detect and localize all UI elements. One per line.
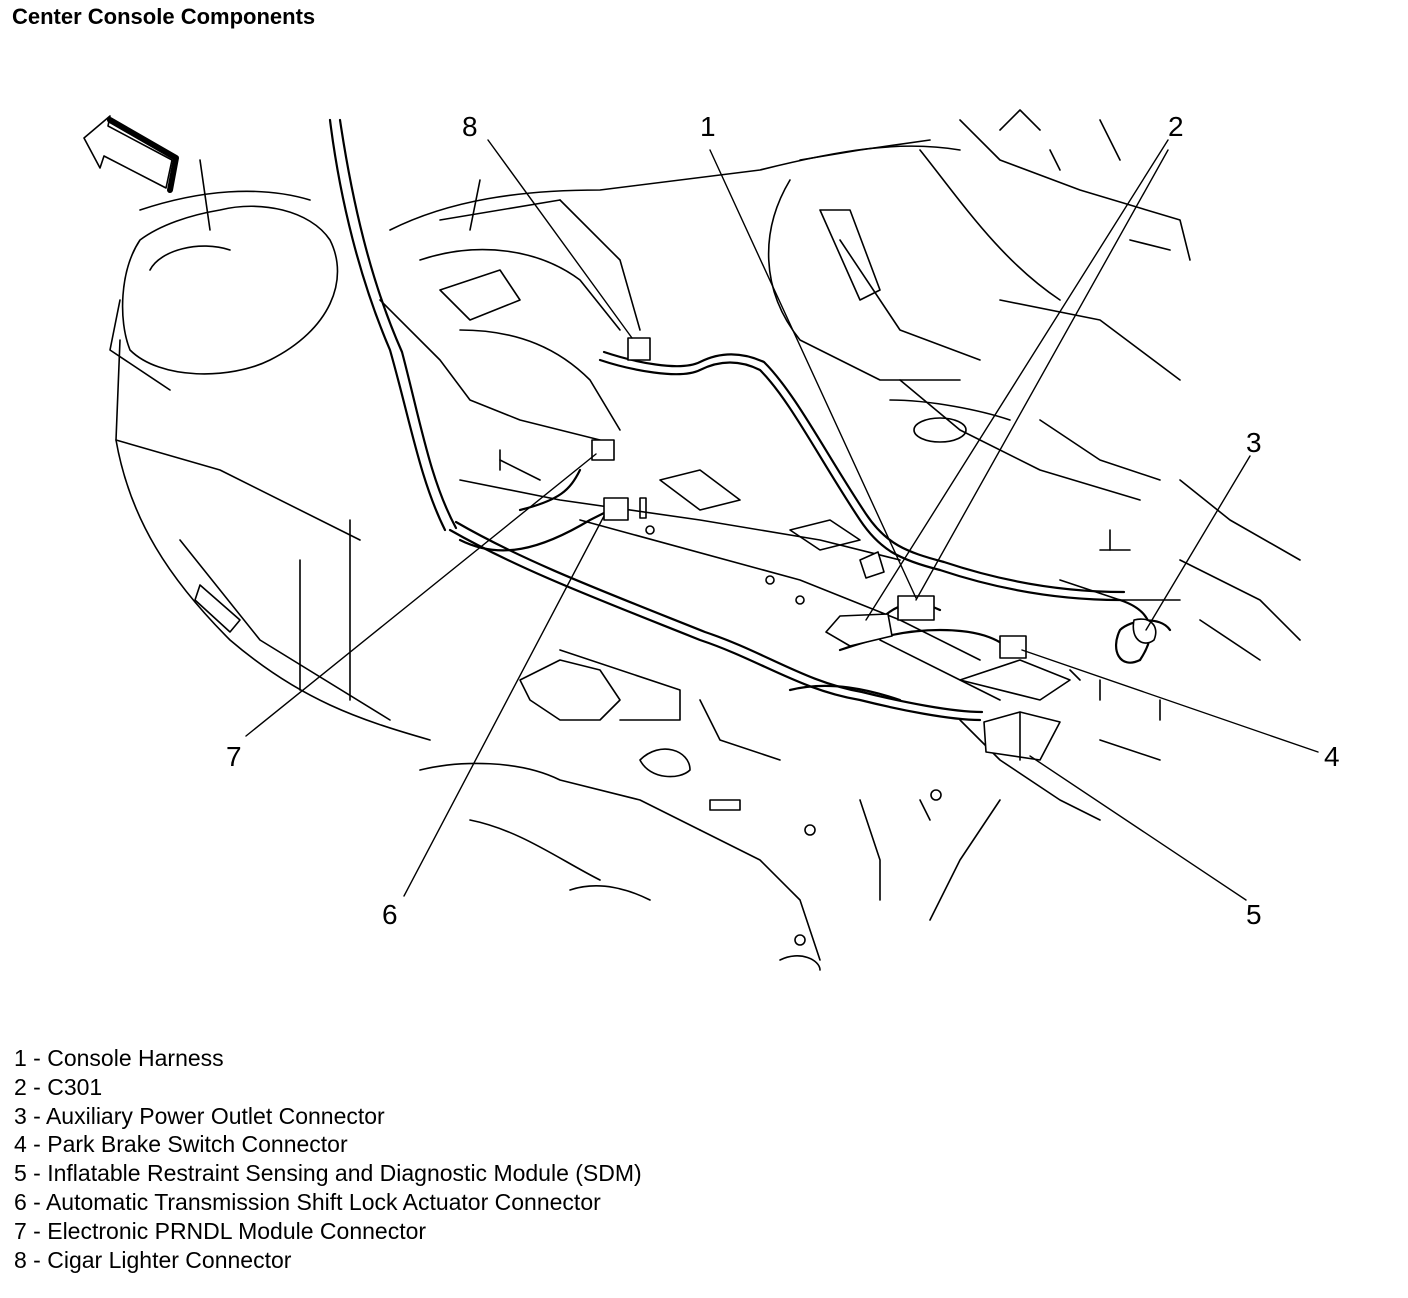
page-title: Center Console Components [12, 4, 316, 29]
legend-item: 2 - C301 [14, 1073, 103, 1100]
callout-4: 4 [1324, 741, 1340, 772]
component-legend: 1 - Console Harness 2 - C301 3 - Auxilia… [14, 1044, 642, 1274]
legend-item: 1 - Console Harness [14, 1045, 224, 1071]
callout-5: 5 [1246, 899, 1262, 930]
front-direction-arrow-icon [83, 115, 179, 193]
legend-item: 5 - Inflatable Restraint Sensing and Dia… [14, 1160, 642, 1187]
legend-item: 3 - Auxiliary Power Outlet Connector [14, 1102, 385, 1129]
console-harness [328, 118, 1172, 722]
callout-7: 7 [226, 741, 242, 772]
callout-1: 1 [700, 111, 716, 142]
callout-2: 2 [1168, 111, 1184, 142]
legend-item: 8 - Cigar Lighter Connector [14, 1246, 292, 1273]
connectors [591, 337, 1157, 761]
park-brake-connector [999, 635, 1027, 659]
legend-item: 7 - Electronic PRNDL Module Connector [14, 1217, 427, 1244]
floor-pan-outline [109, 109, 1301, 971]
sdm-module [983, 711, 1061, 761]
callout-labels: 1 2 3 4 5 6 7 8 [226, 111, 1340, 930]
leader-lines [245, 139, 1319, 901]
legend-item: 6 - Automatic Transmission Shift Lock Ac… [14, 1188, 601, 1215]
shift-lock-connector [603, 497, 629, 521]
console-diagram: 1 2 3 4 5 6 7 8 [83, 109, 1340, 971]
c301-connector-body [825, 613, 893, 647]
legend-item: 4 - Park Brake Switch Connector [14, 1131, 348, 1158]
cigar-lighter-connector [627, 337, 651, 361]
callout-3: 3 [1246, 427, 1262, 458]
callout-8: 8 [462, 111, 478, 142]
prndl-connector [591, 439, 615, 461]
callout-6: 6 [382, 899, 398, 930]
aux-power-connector [1132, 618, 1157, 644]
